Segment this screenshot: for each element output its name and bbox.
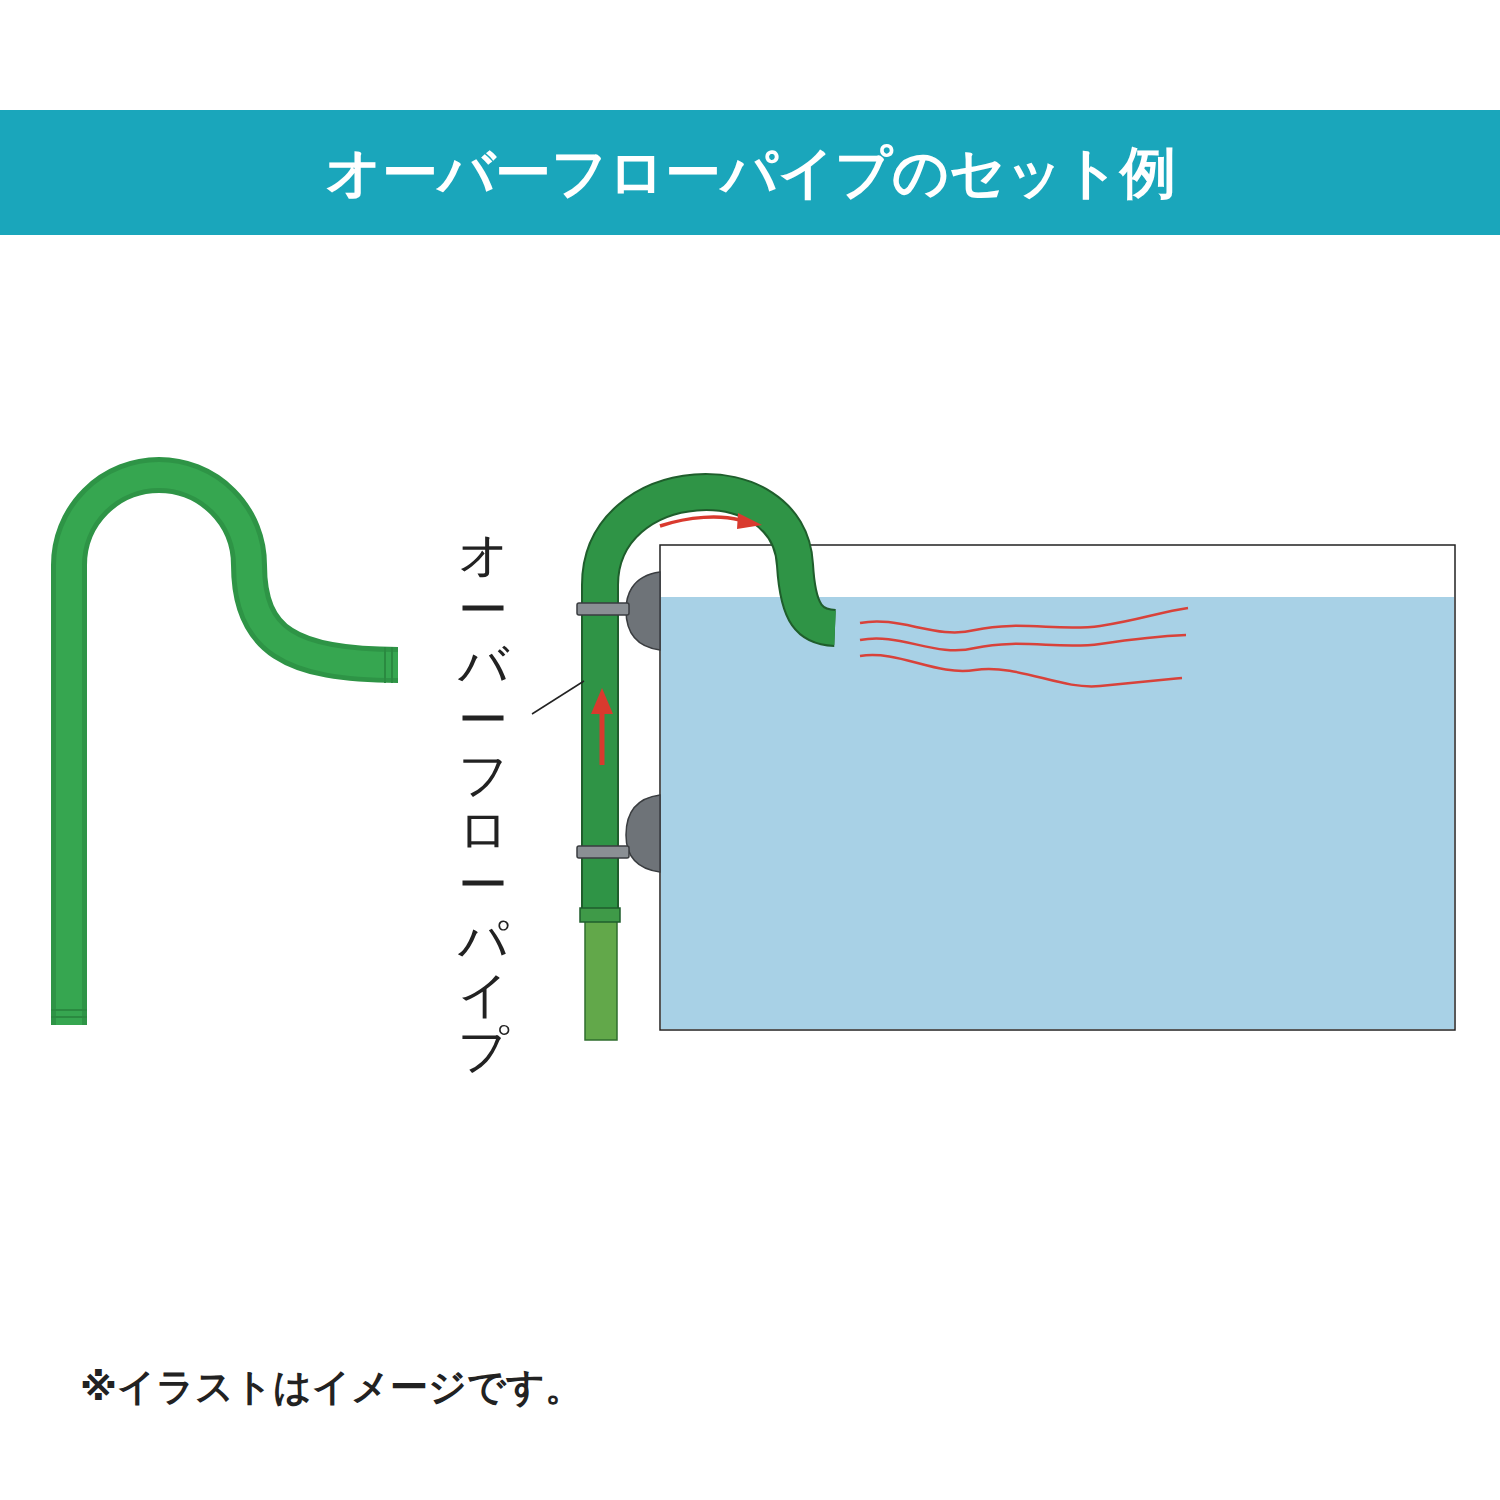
clamp (577, 603, 629, 858)
title-band (0, 110, 1500, 235)
caption: ※イラストはイメージです。 (80, 1362, 583, 1413)
overflow-pipe-part (51, 475, 398, 1025)
hose (585, 915, 617, 1040)
title: オーバーフローパイプのセット例 (0, 110, 1500, 235)
suction-cup (626, 572, 660, 872)
water-flow-lines (860, 608, 1188, 686)
aquarium-tank (660, 545, 1455, 1030)
leader-line (532, 681, 584, 714)
flow-arrow (591, 513, 762, 765)
part-label: オーバーフローパイプ (458, 528, 508, 1078)
